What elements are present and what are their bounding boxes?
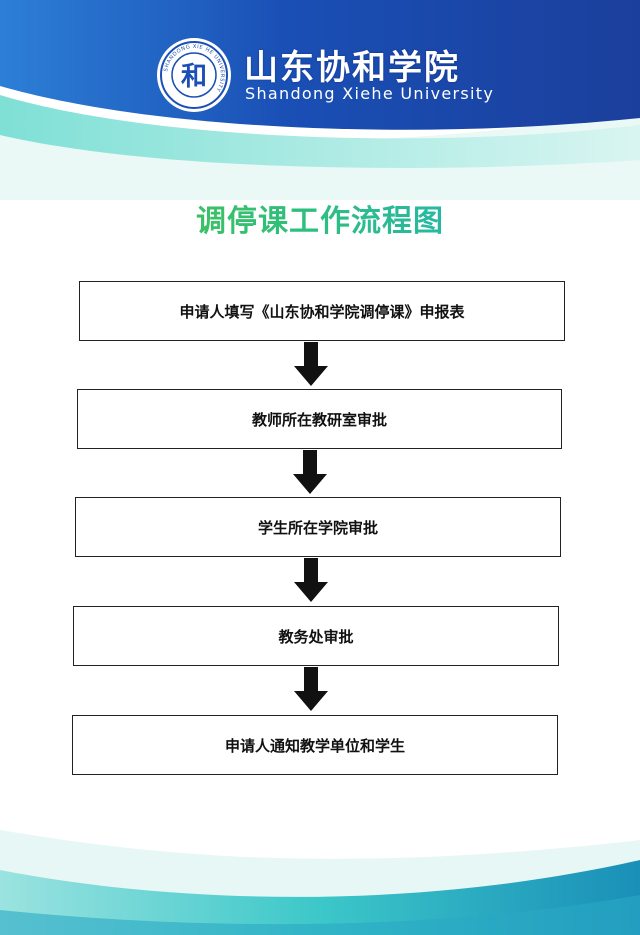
flow-step-academic-affairs-approval: 教务处审批: [73, 606, 559, 666]
university-name-en: Shandong Xiehe University: [245, 84, 495, 103]
page-title: 调停课工作流程图: [0, 196, 640, 240]
footer-wave: [0, 830, 640, 935]
svg-text:和: 和: [181, 62, 207, 92]
flow-step-notify: 申请人通知教学单位和学生: [72, 715, 558, 775]
flow-step-college-approval: 学生所在学院审批: [75, 497, 561, 557]
down-arrow-icon: [294, 558, 328, 602]
down-arrow-icon: [293, 450, 327, 494]
header-banner: [0, 0, 640, 200]
flow-step-apply: 申请人填写《山东协和学院调停课》申报表: [79, 281, 565, 341]
university-logo: 和 SHANDONG XIE HE UNIVERSITY: [155, 36, 233, 114]
down-arrow-icon: [294, 342, 328, 386]
down-arrow-icon: [294, 667, 328, 711]
flow-step-teaching-office-approval: 教师所在教研室审批: [77, 389, 562, 449]
university-name-cn: 山东协和学院: [244, 48, 460, 88]
